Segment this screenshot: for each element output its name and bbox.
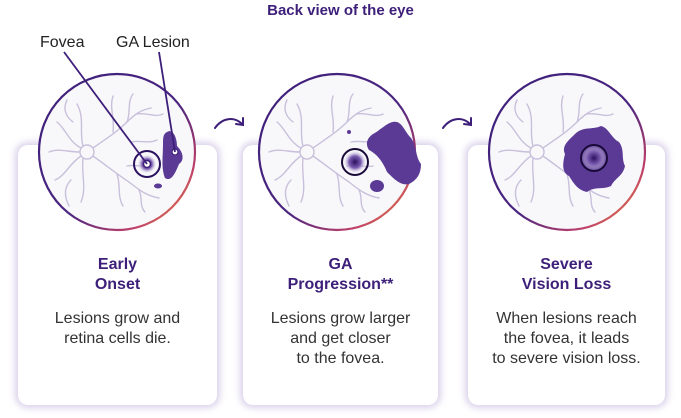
fovea-marker — [341, 148, 369, 176]
ga-lesion — [162, 131, 183, 180]
stage-title: Early Onset — [94, 256, 141, 293]
stage-description: When lesions reach the fovea, it leads t… — [492, 310, 641, 367]
eye-early-onset — [37, 72, 197, 232]
stage-title: Severe Vision Loss — [521, 256, 612, 293]
diagram-title: Back view of the eye — [267, 2, 414, 19]
eye-ga-progression — [257, 72, 421, 232]
fovea-marker — [580, 144, 608, 172]
arrow-icon — [442, 118, 471, 129]
fovea-pointer — [63, 51, 148, 165]
arrow-icon — [214, 118, 243, 129]
stage-title: GA Progression** — [287, 256, 394, 293]
ga-lesion — [366, 121, 421, 185]
eye-severe-vision-loss — [487, 72, 647, 232]
ga-lesion-pointer — [158, 51, 176, 153]
fovea-label: Fovea — [40, 34, 85, 51]
ga-lesion-label: GA Lesion — [116, 34, 190, 51]
stage-description: Lesions grow larger and get closer to th… — [270, 310, 411, 367]
stage-description: Lesions grow and retina cells die. — [54, 310, 181, 347]
